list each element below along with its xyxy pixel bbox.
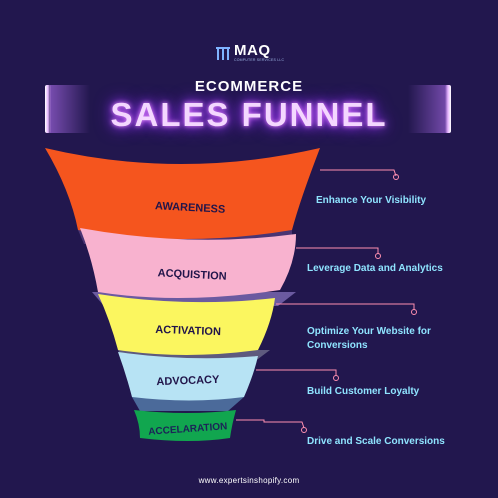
stage-description: Drive and Scale Conversions [307,436,445,447]
stage-label: AWARENESS [155,200,226,216]
stage-description: Leverage Data and Analytics [307,263,443,274]
stage-label: ACTIVATION [155,324,221,338]
neon-glow-right [408,85,448,133]
connector-line [256,369,337,376]
connector-dot [301,427,307,433]
connector-dot [411,309,417,315]
connector-line [296,247,379,254]
stage-description: Build Customer Loyalty [307,386,420,397]
logo-mark-icon [216,46,230,60]
footer-url: www.expertsinshopify.com [198,476,300,485]
connector-dot [333,375,339,381]
connector-dot [375,253,381,259]
connector-dot [393,174,399,180]
funnel-band-acquisition [80,228,296,299]
stage-description: Enhance Your Visibility [316,195,427,206]
stage-description: Optimize Your Website for Conversions [307,326,431,351]
stage-label: ACQUISTION [157,267,227,283]
funnel-band-awareness [45,148,320,239]
brand-logo: MAQ COMPUTER SERVICES LLC [216,43,284,63]
funnel-band-accelaration [134,410,236,441]
brand-name: MAQ [234,42,271,59]
connector-line [276,303,415,310]
connector-line [236,419,305,429]
connector-line [320,169,397,177]
funnel-band-advocacy [118,352,258,401]
funnel-underband [132,397,244,411]
neon-bar-right [445,85,451,133]
funnel-band-activation [98,294,275,355]
page-kicker: ECOMMERCE [194,78,304,95]
brand-tagline: COMPUTER SERVICES LLC [234,58,285,62]
neon-bar-left [45,85,51,133]
page-title: SALES FUNNEL [110,96,388,133]
stage-label: ADVOCACY [156,374,220,388]
neon-glow-left [50,85,90,133]
